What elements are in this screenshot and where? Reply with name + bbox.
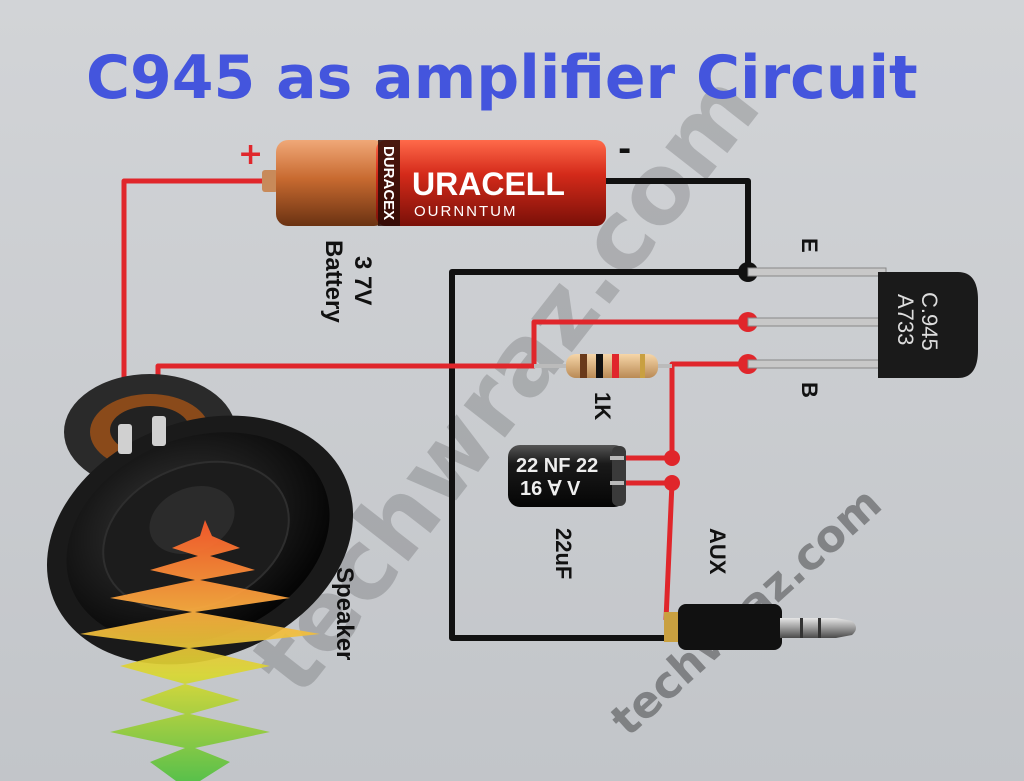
- capacitor: 22 NF 22 16 ∀ V 22uF: [508, 445, 626, 579]
- speaker: Speaker: [46, 374, 358, 665]
- capacitor-body-line1: 22 NF 22: [516, 455, 598, 477]
- battery-minus-sign: -: [618, 130, 631, 168]
- cap-junction-top: [664, 450, 680, 466]
- battery: DURACEX URACELL OURNNTUM + - 3 7V Batter…: [238, 130, 631, 323]
- emitter-label: E: [797, 238, 822, 253]
- battery-caption: Battery: [320, 240, 347, 323]
- battery-plus-sign: +: [238, 137, 263, 172]
- speaker-label: Speaker: [331, 567, 358, 660]
- base-label: B: [797, 382, 822, 398]
- battery-voltage-label: 3 7V: [349, 256, 376, 305]
- resistor-label: 1K: [590, 392, 615, 420]
- cap-junction-bottom: [664, 475, 680, 491]
- transistor: C.945 A733 E B: [747, 238, 978, 398]
- capacitor-label: 22uF: [551, 528, 576, 579]
- aux-jack: AUX: [664, 528, 856, 650]
- resistor: 1K: [534, 354, 672, 420]
- transistor-line2: A733: [893, 294, 918, 345]
- battery-sub-brand: OURNNTUM: [414, 203, 518, 220]
- aux-label: AUX: [705, 528, 730, 575]
- transistor-line1: C.945: [917, 292, 942, 351]
- ground-wires: [449, 178, 751, 641]
- battery-brand: URACELL: [412, 166, 565, 202]
- battery-side-text: DURACEX: [380, 146, 397, 220]
- capacitor-body-line2: 16 ∀ V: [520, 478, 581, 500]
- page-title: C945 as amplifier Circuit: [86, 43, 918, 113]
- sound-wave-graphic: [80, 520, 320, 781]
